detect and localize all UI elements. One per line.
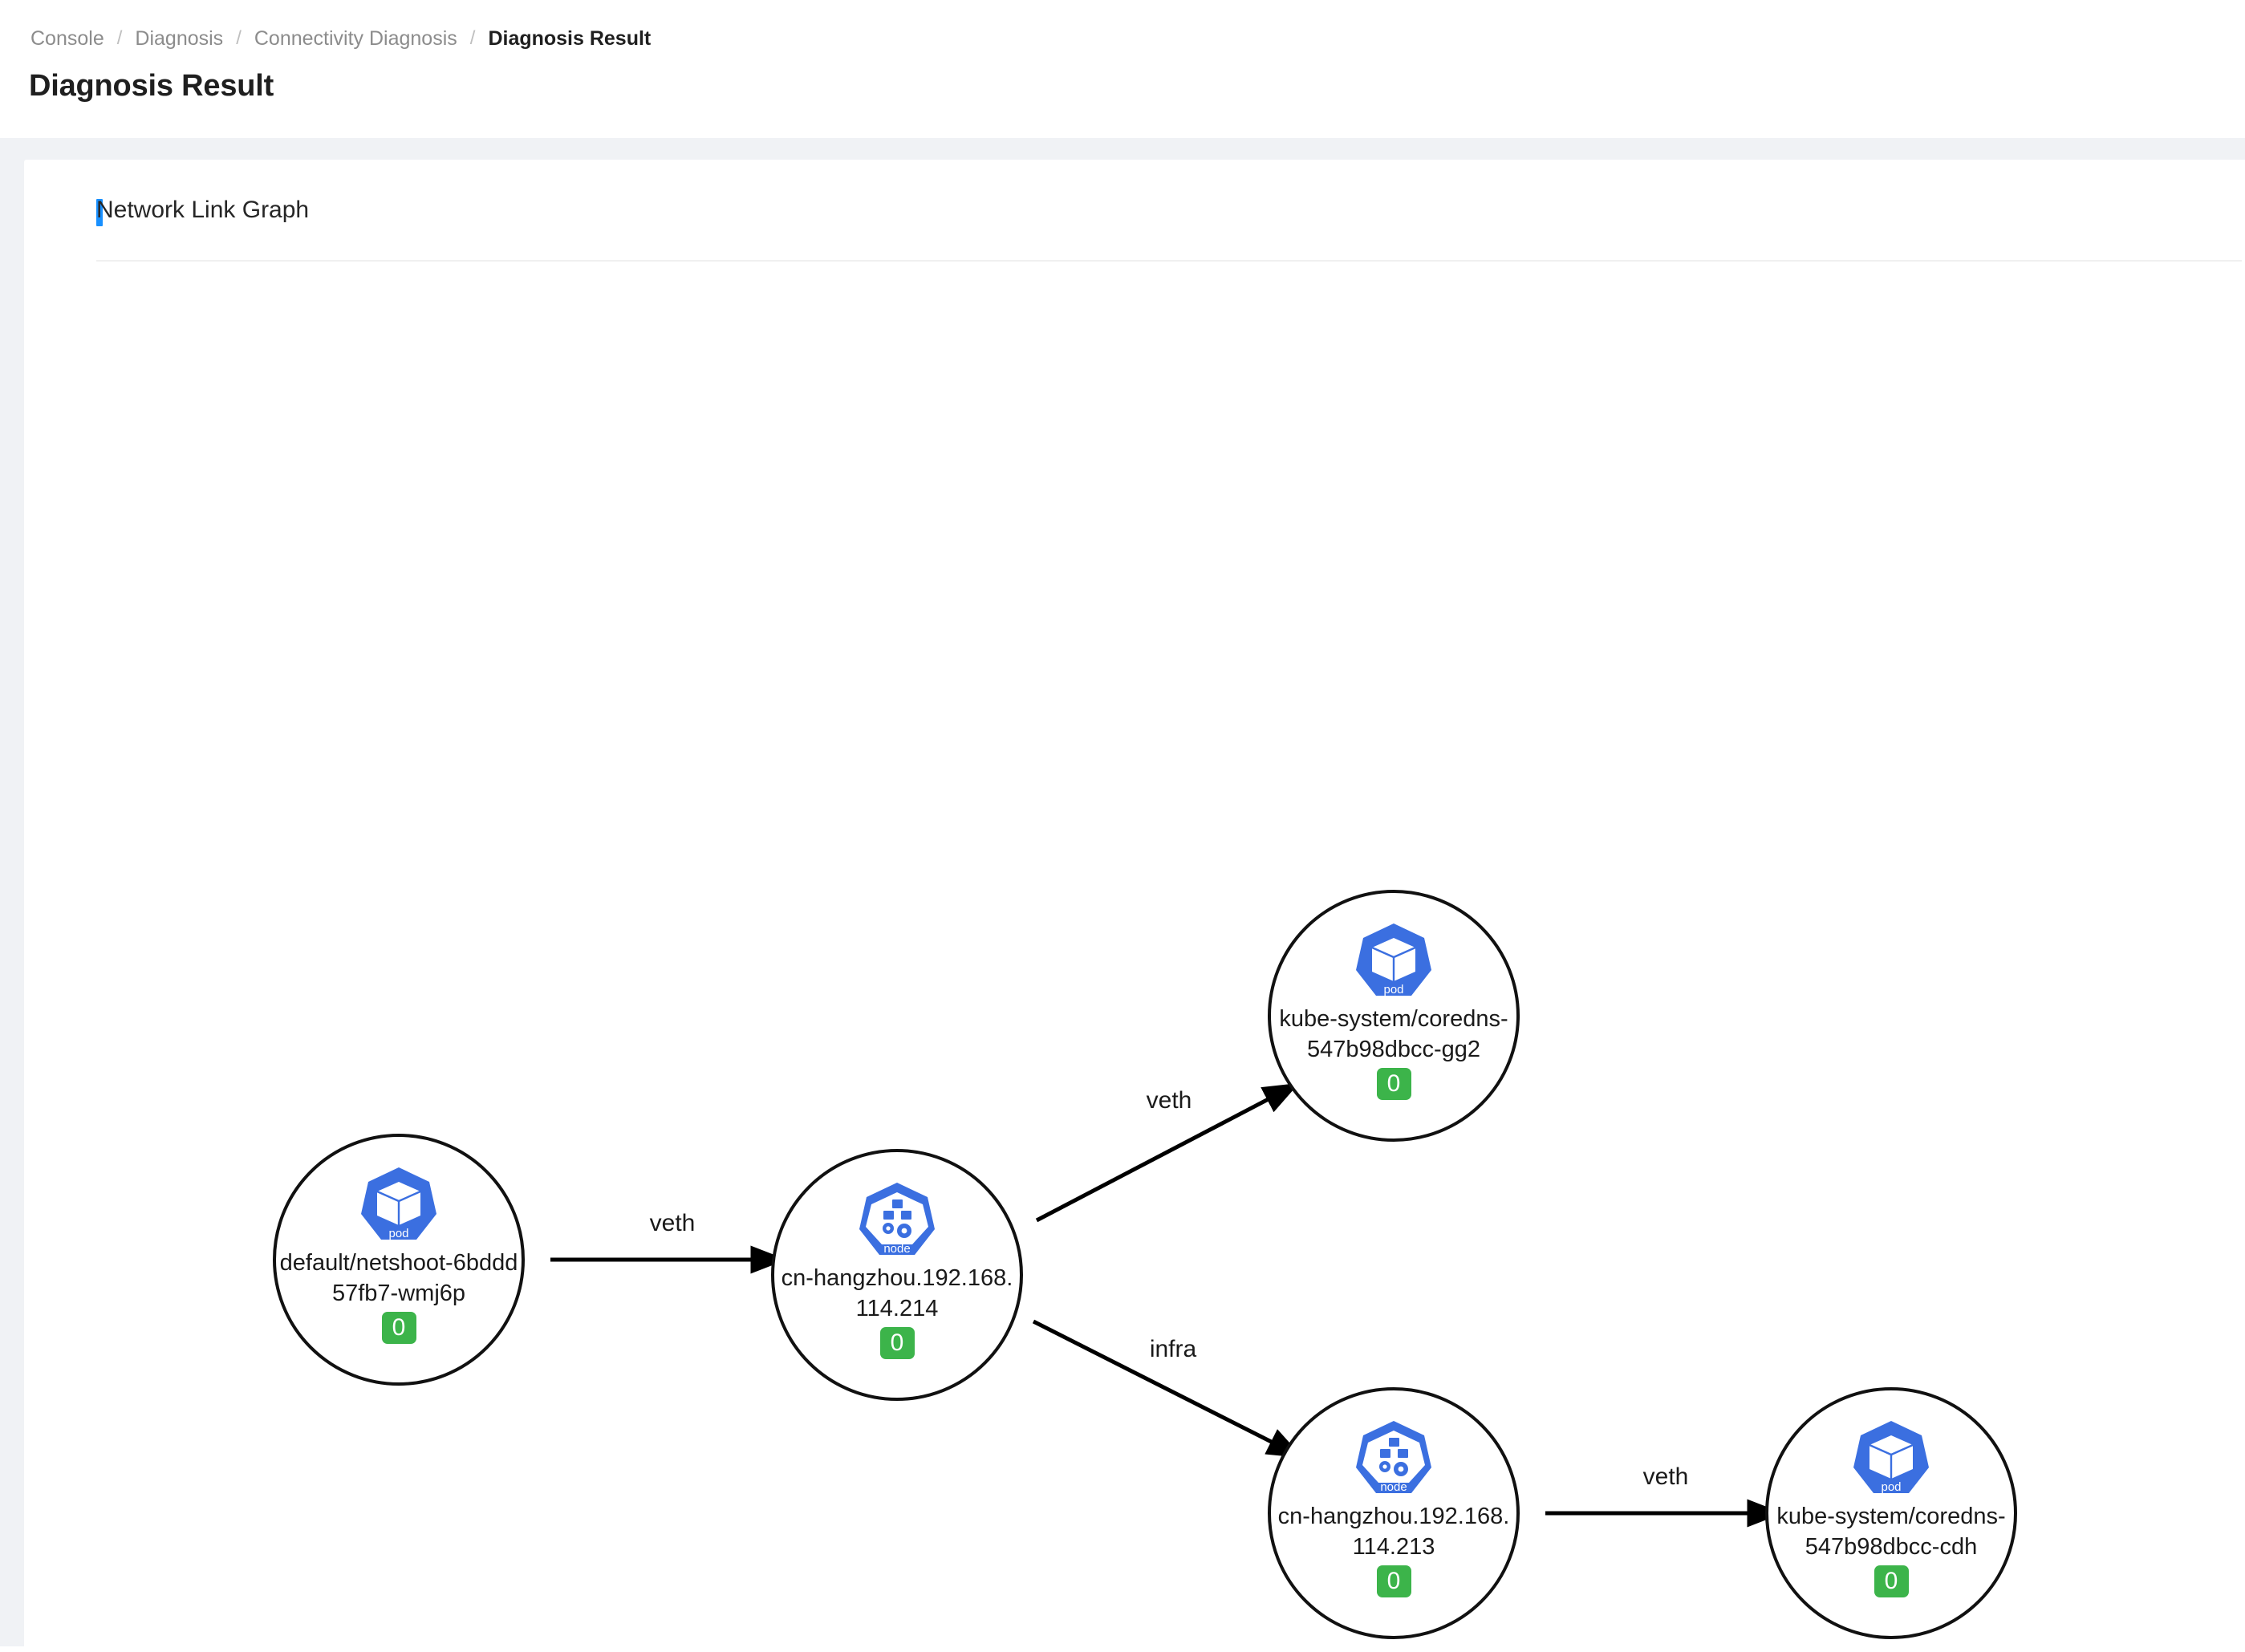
breadcrumb-separator: / bbox=[236, 27, 242, 49]
page-title: Diagnosis Result bbox=[29, 69, 274, 103]
edge-node-214-to-node-213 bbox=[1032, 1319, 1304, 1459]
breadcrumb-item-diagnosis-result: Diagnosis Result bbox=[488, 27, 652, 50]
card-header: Network Link Graph bbox=[24, 160, 2245, 260]
k8s-node-icon: node bbox=[1356, 1421, 1431, 1494]
k8s-pod-icon: pod bbox=[1853, 1421, 1929, 1494]
page-header: Console / Diagnosis / Connectivity Diagn… bbox=[0, 0, 2245, 138]
breadcrumb-separator: / bbox=[116, 27, 123, 49]
network-link-graph-card: Network Link Graph vet bbox=[24, 160, 2245, 1652]
graph-node-label: default/netshoot-6bddd57fb7-wmj6p bbox=[279, 1250, 518, 1306]
graph-node-badge: 0 bbox=[1376, 1068, 1411, 1100]
edge-label-veth-1: veth bbox=[650, 1210, 696, 1236]
k8s-pod-icon: pod bbox=[361, 1167, 436, 1240]
graph-node-label: kube-system/coredns-547b98dbcc-cdh bbox=[1776, 1504, 2006, 1560]
content-area: Network Link Graph vet bbox=[0, 138, 2245, 1652]
svg-text:node: node bbox=[1380, 1480, 1407, 1494]
edge-label-infra: infra bbox=[1150, 1336, 1197, 1362]
breadcrumb: Console / Diagnosis / Connectivity Diagn… bbox=[30, 26, 651, 51]
edge-label-veth-2: veth bbox=[1147, 1087, 1192, 1114]
card-title-accent-bar bbox=[96, 199, 103, 226]
card-title: Network Link Graph bbox=[96, 197, 310, 223]
graph-node-badge: 0 bbox=[879, 1327, 915, 1359]
svg-text:pod: pod bbox=[1881, 1480, 1901, 1494]
graph-node-pod-coredns-cdh[interactable]: pod kube-system/coredns-547b98dbcc-cdh 0 bbox=[1765, 1387, 2017, 1639]
breadcrumb-item-diagnosis[interactable]: Diagnosis bbox=[135, 27, 224, 50]
graph-node-badge: 0 bbox=[381, 1312, 416, 1344]
graph-node-node-213[interactable]: node cn-hangzhou.192.168.114.213 0 bbox=[1268, 1387, 1520, 1639]
edge-node-214-to-pod-coredns-gg2 bbox=[1035, 1082, 1300, 1223]
graph-node-label: cn-hangzhou.192.168.114.214 bbox=[781, 1265, 1013, 1321]
svg-text:pod: pod bbox=[388, 1227, 408, 1240]
network-link-graph-canvas[interactable]: veth veth infra veth pod bbox=[24, 264, 2245, 1644]
k8s-node-icon: node bbox=[859, 1183, 935, 1256]
svg-text:pod: pod bbox=[1383, 983, 1403, 996]
graph-node-node-214[interactable]: node cn-hangzhou.192.168.114.214 0 bbox=[771, 1149, 1023, 1401]
card-divider bbox=[96, 260, 2242, 262]
breadcrumb-item-console[interactable]: Console bbox=[30, 27, 104, 50]
graph-node-badge: 0 bbox=[1376, 1565, 1411, 1597]
breadcrumb-item-connectivity-diagnosis[interactable]: Connectivity Diagnosis bbox=[254, 27, 457, 50]
graph-node-badge: 0 bbox=[1874, 1565, 1909, 1597]
graph-edges-layer: veth veth infra veth bbox=[550, 1082, 1784, 1528]
edge-label-veth-3: veth bbox=[1643, 1463, 1689, 1490]
graph-node-pod-coredns-gg2[interactable]: pod kube-system/coredns-547b98dbcc-gg2 0 bbox=[1268, 890, 1520, 1142]
graph-node-pod-netshoot[interactable]: pod default/netshoot-6bddd57fb7-wmj6p 0 bbox=[273, 1134, 525, 1386]
graph-node-label: cn-hangzhou.192.168.114.213 bbox=[1277, 1504, 1510, 1560]
graph-node-label: kube-system/coredns-547b98dbcc-gg2 bbox=[1279, 1006, 1508, 1062]
breadcrumb-separator: / bbox=[469, 27, 476, 49]
k8s-pod-icon: pod bbox=[1356, 923, 1431, 996]
svg-text:node: node bbox=[883, 1242, 910, 1256]
